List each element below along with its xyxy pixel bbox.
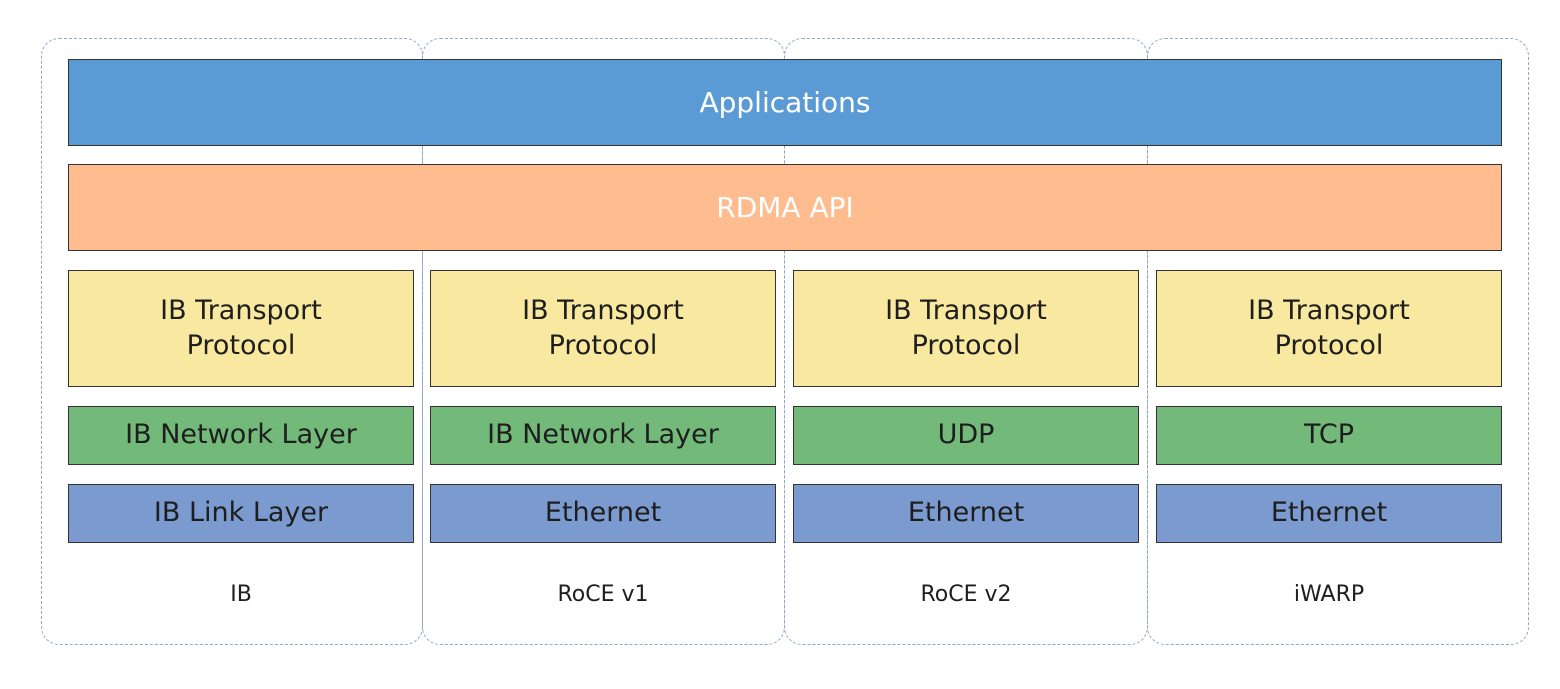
transport-layer-label: IB Transport Protocol — [885, 294, 1047, 361]
link-layer-iwarp: Ethernet — [1156, 484, 1502, 543]
transport-layer-label: IB Transport Protocol — [160, 294, 322, 361]
transport-layer-roce-v2: IB Transport Protocol — [793, 270, 1139, 387]
stack-label-roce-v2: RoCE v2 — [920, 581, 1012, 607]
rdma-api-layer: RDMA API — [68, 164, 1502, 251]
transport-layer-label: IB Transport Protocol — [522, 294, 684, 361]
applications-layer: Applications — [68, 59, 1502, 146]
link-layer-roce-v2: Ethernet — [793, 484, 1139, 543]
link-layer-ib: IB Link Layer — [68, 484, 414, 543]
transport-layer-iwarp: IB Transport Protocol — [1156, 270, 1502, 387]
transport-layer-roce-v1: IB Transport Protocol — [430, 270, 776, 387]
network-layer-ib: IB Network Layer — [68, 406, 414, 465]
link-layer-roce-v1: Ethernet — [430, 484, 776, 543]
stack-label-roce-v1: RoCE v1 — [557, 581, 649, 607]
transport-layer-ib: IB Transport Protocol — [68, 270, 414, 387]
stack-label-ib: IB — [230, 581, 252, 607]
stack-label-iwarp: iWARP — [1293, 581, 1365, 607]
transport-layer-label: IB Transport Protocol — [1248, 294, 1410, 361]
network-layer-iwarp: TCP — [1156, 406, 1502, 465]
network-layer-roce-v1: IB Network Layer — [430, 406, 776, 465]
network-layer-roce-v2: UDP — [793, 406, 1139, 465]
stack-outline-iwarp — [1147, 38, 1529, 645]
